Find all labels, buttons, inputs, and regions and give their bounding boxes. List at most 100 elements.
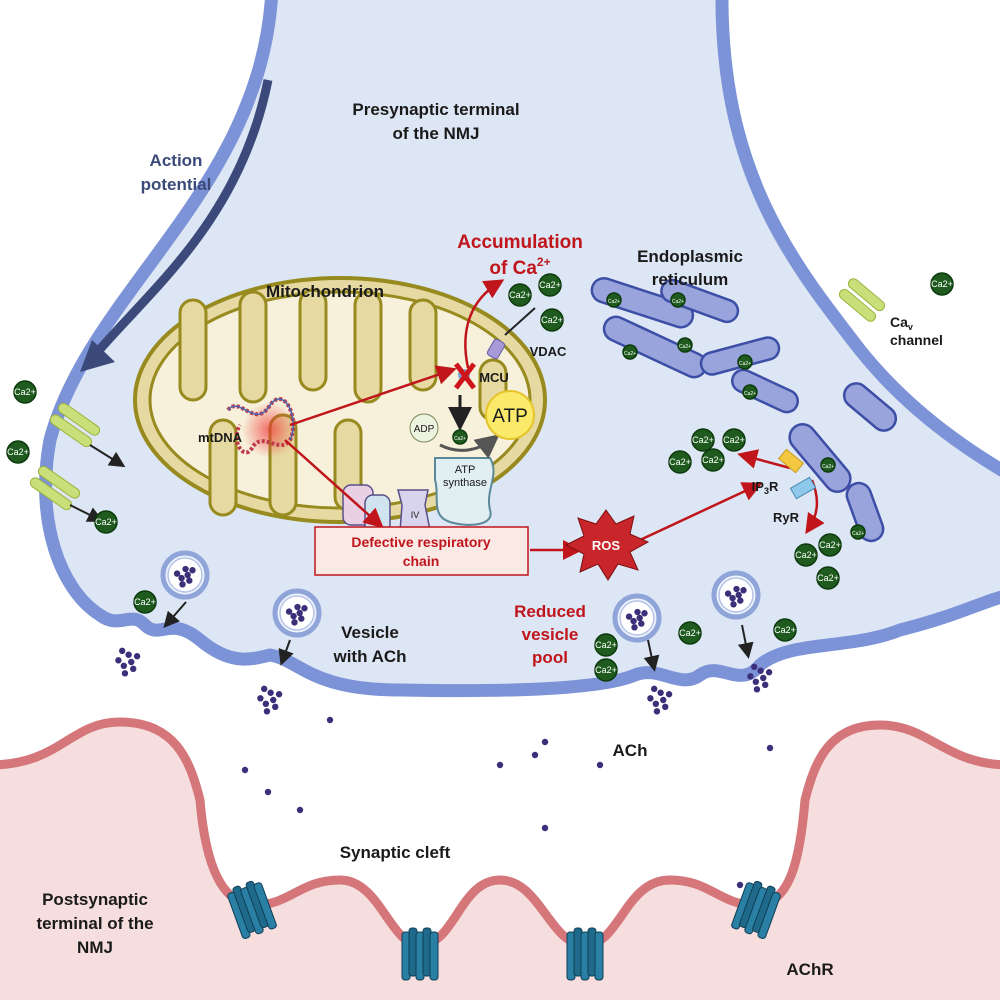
calcium-ion: Ca2+	[820, 457, 836, 473]
ach-dot	[296, 806, 304, 814]
calcium-ion: Ca2+	[594, 658, 618, 682]
ach-dot	[630, 617, 637, 625]
calcium-ion: Ca2+	[13, 380, 37, 404]
svg-text:Ca2+: Ca2+	[795, 550, 817, 560]
ach-dot	[182, 565, 189, 573]
svg-text:Ca2+: Ca2+	[744, 391, 756, 397]
ach-dot	[747, 673, 754, 680]
synaptic-cleft-label: Synaptic cleft	[340, 843, 451, 862]
ryr-label: RyR	[773, 510, 800, 525]
atp-synthase-label-2: synthase	[443, 477, 487, 489]
atp-label: ATP	[492, 406, 528, 427]
endoplasmic-reticulum	[590, 277, 898, 543]
ach-dot	[263, 708, 271, 715]
ach-dot	[178, 574, 185, 582]
ach-dot	[660, 696, 667, 704]
mtdna-label: mtDNA	[198, 430, 243, 445]
adp-label: ADP	[414, 424, 435, 435]
ach-dot	[757, 667, 764, 674]
calcium-ion: Ca2+	[538, 273, 562, 297]
ach-dot	[751, 663, 758, 671]
calcium-ion: Ca2+	[452, 429, 468, 445]
synaptic-vesicle	[272, 588, 322, 638]
ach-dot	[285, 608, 293, 615]
ros-burst	[564, 509, 650, 581]
svg-text:Ca2+: Ca2+	[739, 361, 751, 367]
ach-dot	[740, 587, 747, 594]
ach-dot	[290, 612, 297, 620]
synaptic-vesicle	[612, 593, 662, 643]
ach-dot	[296, 609, 303, 617]
svg-text:Ca2+: Ca2+	[819, 540, 841, 550]
reduced-pool-label-2: vesicle	[522, 625, 579, 644]
ach-dot	[128, 658, 135, 666]
ach-dot	[184, 571, 191, 579]
calcium-ion: Ca2+	[622, 344, 638, 360]
ach-dot	[737, 597, 744, 604]
svg-text:Ca2+: Ca2+	[723, 435, 745, 445]
complex-iv-label: IV	[411, 510, 420, 520]
postsynaptic-label-3: NMJ	[77, 938, 113, 957]
ach-dot	[657, 689, 664, 696]
svg-text:Ca2+: Ca2+	[822, 464, 834, 470]
vesicles	[160, 550, 761, 643]
calcium-ion: Ca2+	[773, 618, 797, 642]
action-potential-label-2: potential	[141, 175, 212, 194]
achr-receptor	[731, 880, 781, 940]
calcium-ion: Ca2+	[594, 633, 618, 657]
reduced-pool-label-3: pool	[532, 648, 568, 667]
calcium-ion: Ca2+	[691, 428, 715, 452]
ach-dot	[272, 703, 279, 711]
calcium-ion: Ca2+	[677, 337, 693, 353]
calcium-ion: Ca2+	[850, 524, 866, 540]
svg-text:Ca2+: Ca2+	[454, 436, 466, 442]
mcu-label: MCU	[479, 370, 509, 385]
ach-dot	[765, 669, 773, 676]
mtdna	[226, 397, 296, 455]
action-potential-label: Action	[150, 151, 203, 170]
svg-text:Ca2+: Ca2+	[931, 279, 953, 289]
svg-text:Ca2+: Ca2+	[817, 573, 839, 583]
svg-text:Ca2+: Ca2+	[95, 517, 117, 527]
ach-dot	[665, 691, 673, 698]
calcium-ion: Ca2+	[6, 440, 30, 464]
ach-dot	[125, 651, 132, 658]
calcium-ion: Ca2+	[94, 510, 118, 534]
achr-receptor	[566, 927, 604, 981]
ach-dot	[636, 614, 643, 622]
svg-text:Ca2+: Ca2+	[7, 447, 29, 457]
ach-dot	[541, 824, 549, 832]
ach-dot	[724, 590, 732, 597]
ach-dot	[270, 696, 277, 704]
ach-dot	[326, 716, 334, 724]
ach-dot	[752, 678, 760, 686]
svg-text:Ca2+: Ca2+	[134, 597, 156, 607]
ach-dot	[729, 594, 736, 602]
ach-dot	[267, 689, 274, 696]
svg-text:Ca2+: Ca2+	[679, 344, 691, 350]
ach-dot	[753, 686, 761, 693]
synaptic-vesicle	[160, 550, 210, 600]
ach-dot	[262, 700, 270, 708]
ach-dot	[186, 577, 193, 584]
ach-dot	[596, 761, 604, 769]
ach-dot	[652, 700, 660, 708]
calcium-ion: Ca2+	[670, 292, 686, 308]
ach-dot	[625, 613, 633, 620]
svg-text:Ca2+: Ca2+	[702, 455, 724, 465]
svg-text:Ca2+: Ca2+	[608, 299, 620, 305]
synaptic-vesicle	[711, 570, 761, 620]
postsynaptic-label: Postsynaptic	[42, 890, 148, 909]
achr-label: AChR	[786, 960, 833, 979]
ach-dot	[120, 662, 128, 670]
ryr-receptor	[789, 476, 817, 500]
calcium-ion: Ca2+	[678, 621, 702, 645]
ach-dot	[119, 647, 126, 655]
ach-dot	[730, 601, 737, 608]
atp-molecule	[485, 390, 535, 440]
cav-label: Cav	[890, 314, 913, 332]
cav-channel-left-2	[29, 465, 81, 511]
svg-text:Ca2+: Ca2+	[541, 315, 563, 325]
calcium-ion: Ca2+	[508, 283, 532, 307]
calcium-ion: Ca2+	[133, 590, 157, 614]
